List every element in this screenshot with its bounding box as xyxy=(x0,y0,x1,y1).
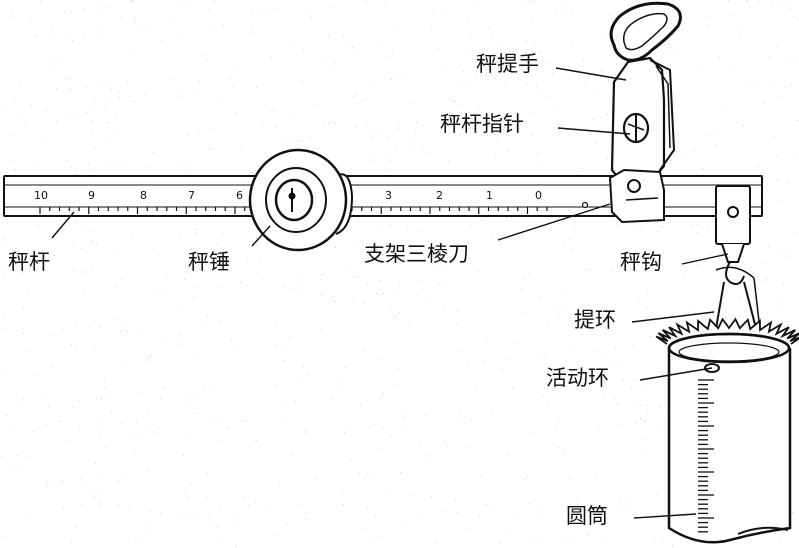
leader-lines xyxy=(51,67,729,519)
scale-mark-1: 1 xyxy=(486,189,493,202)
scale-mark-2: 2 xyxy=(436,189,443,202)
label-beam-pointer: 秤杆指针 xyxy=(440,112,524,136)
scale-mark-8: 8 xyxy=(140,189,147,202)
label-scale-handle: 秤提手 xyxy=(476,52,539,76)
label-hook: 秤钩 xyxy=(620,250,662,274)
label-movable-ring: 活动环 xyxy=(546,366,609,390)
knife-edge-support xyxy=(608,168,665,224)
scale-mark-10: 10 xyxy=(34,189,48,202)
label-lift-ring: 提环 xyxy=(574,308,616,332)
cylinder-scale-ticks xyxy=(698,379,714,533)
scale-mark-7: 7 xyxy=(188,189,195,202)
scale-mark-6: 6 xyxy=(236,189,243,202)
label-knife-edge: 支架三棱刀 xyxy=(364,242,469,266)
sliding-weight xyxy=(248,148,354,252)
beam-scale-ticks xyxy=(39,207,548,214)
beam-scale-numbers: 10 9 8 7 6 3 2 1 0 xyxy=(34,189,542,202)
label-beam: 秤杆 xyxy=(8,250,50,274)
cylinder xyxy=(655,317,799,544)
scale-mark-0: 0 xyxy=(535,189,542,202)
beam-hole xyxy=(581,201,589,209)
scale-handle xyxy=(609,1,682,182)
scale-mark-3: 3 xyxy=(385,189,392,202)
label-weight: 秤锤 xyxy=(188,250,230,274)
label-cylinder: 圆筒 xyxy=(566,504,608,528)
scale-mark-9: 9 xyxy=(88,189,95,202)
